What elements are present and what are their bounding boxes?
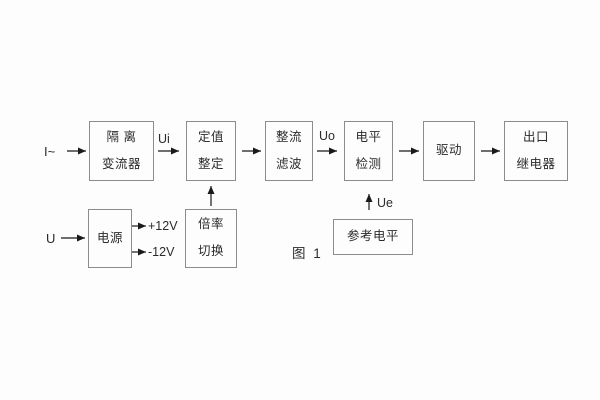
block-label-line: 参考电平 — [346, 229, 399, 244]
block-label-line: 电源 — [96, 230, 123, 245]
block-power-supply: 电源 — [88, 209, 132, 268]
block-label-line: 检测 — [355, 156, 382, 171]
block-output-relay: 出口 继电器 — [504, 121, 568, 181]
label-input-current: I~ — [44, 144, 56, 159]
block-ratio-switch: 倍率 切换 — [185, 209, 237, 268]
block-label-line: 滤波 — [275, 156, 302, 171]
label-uo-signal: Uo — [319, 129, 335, 143]
block-label-line: 整定 — [197, 156, 224, 171]
block-label-line: 电平 — [355, 129, 382, 144]
block-label-line: 倍率 — [197, 217, 224, 232]
block-drive: 驱动 — [423, 121, 475, 181]
block-isolation-transformer: 隔 离 变流器 — [89, 121, 154, 181]
label-minus-12v: -12V — [148, 245, 175, 259]
block-label-line: 切换 — [197, 244, 224, 258]
label-plus-12v: +12V — [148, 219, 178, 233]
block-label-line: 隔 离 — [106, 129, 137, 144]
block-label-line: 整流 — [275, 129, 302, 144]
block-value-setting: 定值 整定 — [186, 121, 236, 181]
block-label-line: 出口 — [522, 129, 549, 144]
block-label-line: 驱动 — [435, 143, 462, 158]
label-input-voltage: U — [46, 231, 56, 246]
label-ui-signal: Ui — [158, 132, 170, 146]
block-label-line: 继电器 — [516, 156, 556, 171]
figure-caption: 图 1 — [292, 246, 323, 261]
block-rectify-filter: 整流 滤波 — [265, 121, 313, 181]
block-label-line: 变流器 — [101, 156, 141, 171]
block-level-detect: 电平 检测 — [344, 121, 393, 181]
block-reference-level: 参考电平 — [333, 219, 413, 255]
label-ue-signal: Ue — [377, 196, 393, 210]
block-label-line: 定值 — [197, 129, 224, 144]
